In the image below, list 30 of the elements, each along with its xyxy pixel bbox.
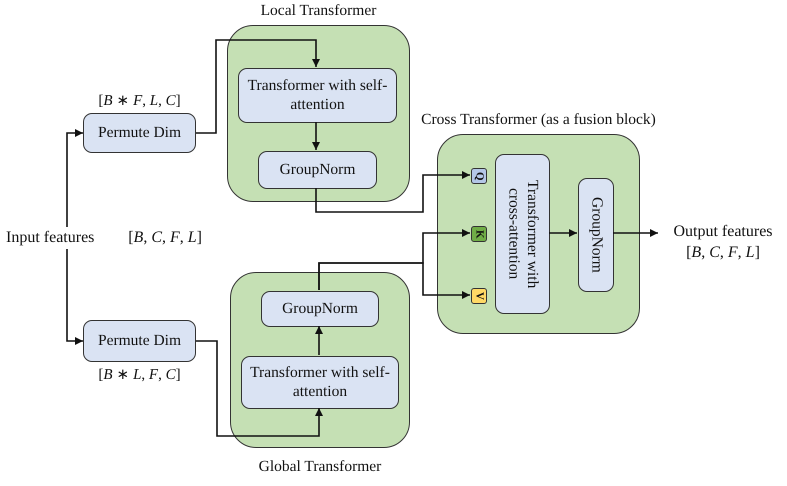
input-tag: V (471, 288, 487, 304)
process-box: GroupNorm (261, 291, 379, 327)
arrow (613, 229, 658, 237)
feature-label: [B, C, F, L] (686, 243, 760, 262)
group-title: Global Transformer (258, 457, 382, 476)
process-box: Transformer with cross-attention (495, 154, 550, 314)
feature-label: [B, C, F, L] (128, 228, 202, 248)
feature-label: Output features (673, 222, 773, 242)
arrow (312, 122, 320, 150)
arrow (196, 39, 320, 134)
process-box: GroupNorm (258, 151, 377, 189)
process-box: Permute Dim (83, 113, 196, 153)
arrow (318, 262, 470, 299)
process-box: Permute Dim (83, 320, 196, 362)
feature-label: Input features (6, 228, 94, 248)
input-tag: Q (471, 168, 487, 184)
process-box: Transformer with self-attention (241, 356, 399, 409)
arrow (315, 171, 470, 213)
process-box: Transformer with self-attention (238, 68, 397, 123)
arrow (315, 326, 323, 355)
arrow (66, 129, 83, 227)
dimension-label: [B ∗ L, F, C] (97, 366, 182, 384)
input-tag: K (471, 226, 487, 242)
group-title: Local Transformer (260, 0, 378, 20)
arrow (549, 229, 577, 237)
group-title: Cross Transformer (as a fusion block) (420, 110, 657, 129)
dimension-label: [B ∗ F, L, C] (97, 92, 182, 110)
arrow (196, 340, 323, 437)
arrow (66, 249, 83, 345)
process-box: GroupNorm (578, 178, 614, 292)
